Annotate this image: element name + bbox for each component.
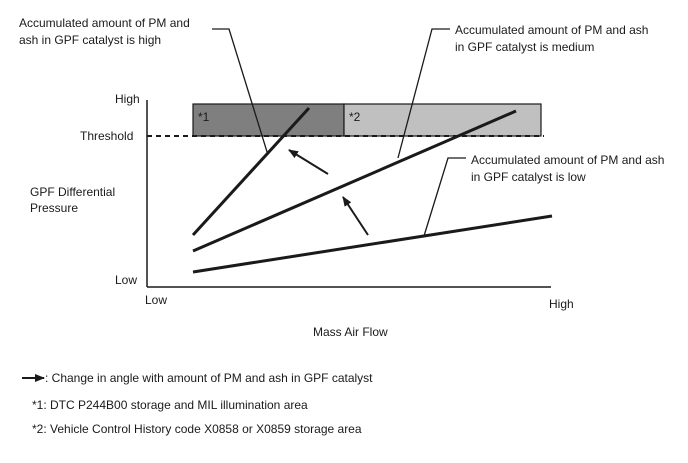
y-axis-title-line1: GPF Differential xyxy=(30,185,115,199)
low-accumulation-line xyxy=(192,214,553,274)
area-1-label: *1 xyxy=(198,110,210,124)
medium-accumulation-line xyxy=(192,109,517,253)
medium-callout-line2: in GPF catalyst is medium xyxy=(455,40,594,54)
y-high-label: High xyxy=(115,92,140,106)
legend-note-2: *2: Vehicle Control History code X0858 o… xyxy=(32,422,362,436)
y-axis-title-line2: Pressure xyxy=(30,201,78,215)
area-1-box xyxy=(192,103,345,137)
y-low-label: Low xyxy=(115,273,137,287)
high-callout-leader xyxy=(212,28,269,156)
change-arrow-lower xyxy=(342,196,369,236)
x-axis-title: Mass Air Flow xyxy=(313,325,388,339)
area-2-box xyxy=(343,103,542,137)
high-accumulation-line xyxy=(191,106,311,237)
legend-arrow-text: : Change in angle with amount of PM and … xyxy=(45,371,373,385)
high-callout-line1: Accumulated amount of PM and xyxy=(19,16,190,30)
x-low-label: Low xyxy=(145,293,167,307)
high-callout-line2: ash in GPF catalyst is high xyxy=(19,33,161,47)
legend-note-1: *1: DTC P244B00 storage and MIL illumina… xyxy=(32,398,308,412)
low-callout-line2: in GPF catalyst is low xyxy=(471,170,586,184)
low-callout-leader xyxy=(423,157,466,237)
x-high-label: High xyxy=(549,297,574,311)
y-threshold-label: Threshold xyxy=(80,129,133,143)
medium-callout-leader xyxy=(397,28,450,159)
area-2-label: *2 xyxy=(349,110,361,124)
medium-callout-line1: Accumulated amount of PM and ash xyxy=(455,23,648,37)
change-arrow-upper xyxy=(288,149,329,175)
low-callout-line1: Accumulated amount of PM and ash xyxy=(471,153,664,167)
